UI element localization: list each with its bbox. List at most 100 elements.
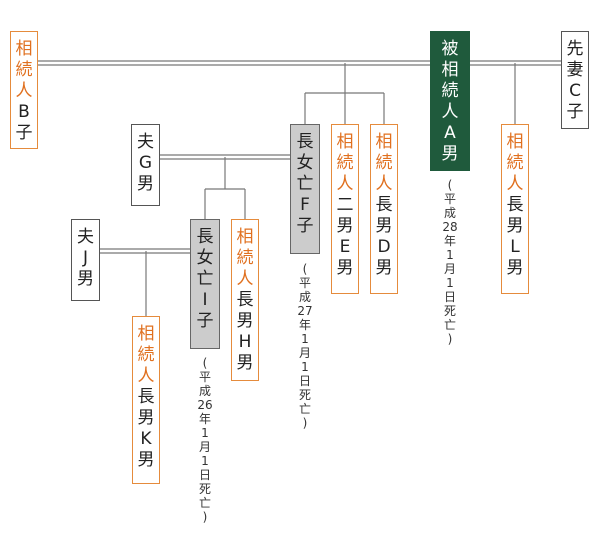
note-a-8: 1	[446, 276, 454, 290]
note-i-8: 1	[201, 454, 209, 468]
note-f-8: 1	[301, 360, 309, 374]
note-f-12: )	[302, 416, 308, 430]
husband-j-name-3: 男	[77, 269, 94, 289]
decedent-a-box: 被 相 続 人 A 男	[430, 31, 470, 171]
heir-d-role-3: 人	[375, 174, 393, 194]
note-a-9: 日	[443, 290, 456, 304]
note-i-2: 平	[198, 370, 211, 384]
heir-b-name-2: 子	[15, 123, 33, 143]
note-a-1: (	[447, 178, 453, 192]
heir-d-name-3: D	[377, 237, 391, 257]
note-f-10: 死	[298, 388, 311, 402]
heir-b-role-2: 続	[15, 60, 33, 80]
heir-h-name-2: 男	[236, 311, 254, 331]
husband-g-box: 夫 G 男	[131, 124, 160, 206]
decedent-a-role-2: 相	[441, 60, 459, 80]
note-f-2: 平	[298, 276, 311, 290]
daughter-f-name-1: 長	[296, 132, 314, 152]
note-a-5: 年	[443, 234, 456, 248]
daughter-i-box: 長 女 亡 I 子	[190, 219, 220, 349]
note-a-12: )	[447, 332, 453, 346]
wife-c-name-3: C	[569, 81, 581, 101]
heir-h-role-3: 人	[236, 269, 254, 289]
heir-h-name-3: H	[238, 332, 252, 352]
note-i-10: 死	[198, 482, 211, 496]
note-a-6: 1	[446, 248, 454, 262]
decedent-a-name-2: 男	[441, 144, 459, 164]
note-f-4: 27	[297, 304, 313, 318]
heir-l-role-1: 相	[506, 132, 524, 152]
note-f-7: 月	[298, 346, 311, 360]
heir-k-name-4: 男	[137, 450, 155, 470]
note-i-1: (	[202, 356, 208, 370]
decedent-a-name-1: A	[444, 123, 456, 143]
note-i-9: 日	[198, 468, 211, 482]
note-i-4: 26	[197, 398, 213, 412]
heir-d-box: 相 続 人 長 男 D 男	[370, 124, 398, 294]
heir-k-name-1: 長	[137, 387, 155, 407]
husband-j-name-2: J	[82, 248, 88, 268]
daughter-i-name-2: 女	[196, 248, 214, 268]
heir-k-role-1: 相	[137, 324, 155, 344]
daughter-i-death-note: ( 平 成 26 年 1 月 1 日 死 亡 )	[194, 356, 216, 524]
heir-h-role-1: 相	[236, 227, 254, 247]
daughter-f-name-4: F	[300, 195, 310, 215]
heir-e-box: 相 続 人 二 男 E 男	[331, 124, 359, 294]
decedent-a-role-3: 続	[441, 81, 459, 101]
husband-j-name-1: 夫	[77, 227, 94, 247]
heir-e-role-2: 続	[336, 153, 354, 173]
note-f-5: 年	[298, 318, 311, 332]
heir-e-name-2: 男	[336, 216, 354, 236]
heir-l-name-1: 長	[506, 195, 524, 215]
heir-k-role-2: 続	[137, 345, 155, 365]
note-i-7: 月	[198, 440, 211, 454]
heir-h-name-4: 男	[236, 353, 254, 373]
note-f-11: 亡	[298, 402, 311, 416]
heir-h-box: 相 続 人 長 男 H 男	[231, 219, 259, 381]
heir-b-role-1: 相	[15, 39, 33, 59]
daughter-i-name-4: I	[202, 290, 208, 310]
heir-e-role-1: 相	[336, 132, 354, 152]
heir-d-name-4: 男	[375, 258, 393, 278]
heir-d-name-2: 男	[375, 216, 393, 236]
note-a-3: 成	[443, 206, 456, 220]
daughter-f-name-5: 子	[296, 216, 314, 236]
heir-k-name-2: 男	[137, 408, 155, 428]
note-i-12: )	[202, 510, 208, 524]
heir-l-name-4: 男	[506, 258, 524, 278]
decedent-a-role-1: 被	[441, 39, 459, 59]
heir-b-box: 相 続 人 B 子	[10, 31, 38, 149]
note-f-6: 1	[301, 332, 309, 346]
daughter-i-name-1: 長	[196, 227, 214, 247]
heir-k-box: 相 続 人 長 男 K 男	[132, 316, 160, 484]
daughter-f-name-2: 女	[296, 153, 314, 173]
note-f-1: (	[302, 262, 308, 276]
note-a-10: 死	[443, 304, 456, 318]
note-a-2: 平	[443, 192, 456, 206]
note-i-11: 亡	[198, 496, 211, 510]
heir-b-role-3: 人	[15, 81, 33, 101]
heir-d-role-1: 相	[375, 132, 393, 152]
heir-l-role-3: 人	[506, 174, 524, 194]
note-a-7: 月	[443, 262, 456, 276]
wife-c-name-2: 妻	[566, 60, 584, 80]
husband-g-name-2: G	[138, 153, 153, 173]
heir-l-box: 相 続 人 長 男 L 男	[501, 124, 529, 294]
note-i-3: 成	[198, 384, 211, 398]
note-f-9: 日	[298, 374, 311, 388]
daughter-i-name-3: 亡	[196, 269, 214, 289]
decedent-a-role-4: 人	[441, 102, 459, 122]
wife-c-name-1: 先	[566, 39, 584, 59]
heir-l-name-2: 男	[506, 216, 524, 236]
heir-h-role-2: 続	[236, 248, 254, 268]
heir-l-role-2: 続	[506, 153, 524, 173]
heir-d-name-1: 長	[375, 195, 393, 215]
heir-e-name-1: 二	[336, 195, 354, 215]
decedent-a-death-note: ( 平 成 28 年 1 月 1 日 死 亡 )	[439, 178, 461, 346]
wife-c-name-4: 子	[566, 102, 584, 122]
note-i-6: 1	[201, 426, 209, 440]
heir-e-name-4: 男	[336, 258, 354, 278]
heir-e-role-3: 人	[336, 174, 354, 194]
daughter-f-box: 長 女 亡 F 子	[290, 124, 320, 254]
